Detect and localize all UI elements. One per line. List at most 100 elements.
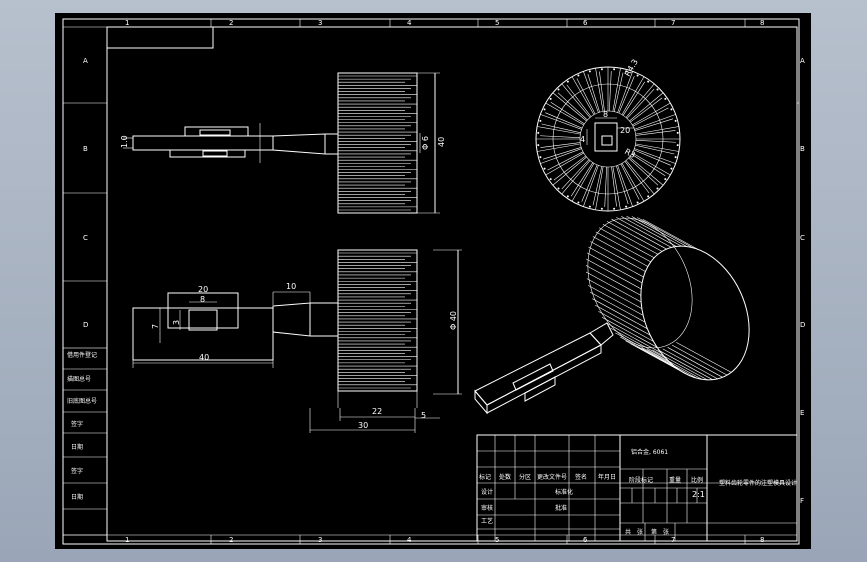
left-stack-label-4: 签字	[71, 420, 83, 428]
top-view-thickness-label: 1.0	[120, 135, 129, 148]
title-header-count: 处数	[499, 473, 511, 481]
gear-tooth-dot	[670, 167, 673, 170]
total-30-label: 30	[358, 421, 368, 430]
gear-spoke-line	[611, 166, 617, 207]
title-sheet-no: 第	[651, 528, 657, 536]
gear-spoke-line	[635, 143, 679, 152]
gear-tooth-dot	[664, 97, 667, 100]
gear-spoke-line	[612, 68, 621, 112]
gear-spoke-line	[561, 160, 591, 195]
zone-dividers	[63, 19, 799, 544]
gear-tooth-dot	[676, 131, 679, 134]
gear-ridge-line	[586, 252, 643, 284]
zone-col-top-2: 2	[229, 19, 233, 27]
left-stack-label-7: 日期	[71, 493, 83, 501]
gear-spoke-line	[570, 162, 594, 197]
zone-col-bottom-7: 7	[671, 536, 675, 544]
gear-front-view	[337, 249, 418, 408]
top-left-code-box	[106, 26, 214, 49]
gear-width-label: 22	[372, 407, 382, 416]
gear-tooth-dot	[543, 108, 546, 111]
left-stack-label-6: 签字	[71, 467, 83, 475]
gap-5-label: 5	[421, 411, 426, 420]
gear-ridge-line	[606, 322, 662, 354]
gear-tooth-dot	[636, 201, 639, 204]
gear-tooth-dot	[647, 80, 650, 83]
gear-ridge-line	[589, 291, 646, 323]
gear-spoke-line	[625, 160, 655, 195]
gear-spoke-line	[621, 163, 645, 202]
gear-ridge-line	[586, 278, 643, 309]
gear-spoke-line	[595, 166, 604, 210]
gear-ridge-line	[621, 216, 677, 247]
title-weight-label: 重量	[669, 476, 681, 484]
zone-row-right-a: A	[800, 57, 805, 65]
gear-spoke-line	[624, 161, 650, 194]
gear-spoke-line	[571, 76, 595, 115]
top-view-height-label: 40	[437, 137, 446, 147]
gear-ridge-line	[611, 218, 667, 250]
radial-8-label: 8	[603, 110, 608, 119]
gear-spoke-line	[553, 155, 586, 181]
gear-tooth-dot	[625, 70, 628, 73]
gear-spoke-line	[632, 152, 671, 176]
top-view-diameter-label: Φ 6	[421, 136, 430, 150]
gear-ridge-line	[657, 349, 713, 380]
zone-row-right-d: D	[800, 321, 805, 329]
gear-spoke-line	[613, 72, 624, 112]
zone-col-top-1: 1	[125, 19, 129, 27]
zone-col-top-3: 3	[318, 19, 322, 27]
gear-spoke-line	[634, 114, 676, 130]
gear-spoke-line	[635, 140, 676, 143]
zone-col-bottom-5: 5	[495, 536, 499, 544]
gear-ridge-line	[615, 332, 671, 364]
gear-tooth-dot	[674, 119, 677, 122]
front-len-40-label: 40	[199, 353, 209, 362]
gear-body-outline	[337, 72, 418, 214]
title-block	[476, 434, 798, 542]
gear-spoke-line	[547, 151, 584, 171]
zone-col-top-5: 5	[495, 19, 499, 27]
gear-spoke-line	[541, 123, 581, 134]
title-header-zone: 分区	[519, 473, 531, 481]
gear-tooth-dot	[537, 131, 540, 134]
zone-col-bottom-4: 4	[407, 536, 412, 544]
front-len-8-label: 8	[200, 295, 205, 304]
gear-tooth-dot	[600, 68, 603, 71]
gear-spoke-line	[545, 102, 584, 126]
gear-ridge-line	[625, 340, 681, 372]
gear-tooth-dot	[577, 74, 580, 77]
title-sheet-total-unit: 张	[637, 528, 643, 536]
gear-tooth-dot	[557, 187, 560, 190]
title-row-design: 设计	[481, 488, 493, 496]
cad-drawing-canvas: 1 2 3 4 5 6 7 8 1 2 3 4 5 6 7 8 A B C D …	[62, 18, 805, 545]
title-row-standard: 标准化	[555, 488, 573, 496]
front-diameter-label: Φ 40	[449, 311, 458, 330]
title-ratio-value: 2:1	[692, 490, 705, 499]
gear-tooth-dot	[557, 88, 560, 91]
gear-spoke-line	[630, 97, 663, 123]
gear-ridge-line	[652, 349, 708, 381]
gear-ridge-line	[616, 217, 672, 248]
zone-row-left-c: C	[83, 234, 88, 242]
gear-tooth-dot	[670, 108, 673, 111]
gear-tooth-dot	[674, 156, 677, 159]
title-row-approve: 批准	[555, 504, 567, 512]
gear-ridge-line	[592, 298, 648, 329]
gear-ridge-line	[602, 224, 659, 255]
gear-ridge-line	[595, 304, 651, 336]
gear-ridge-line	[598, 227, 655, 259]
front-height-3-label: 3	[172, 320, 181, 325]
gear-ridge-line	[585, 265, 642, 296]
gear-spoke-line	[635, 126, 679, 135]
gear-ridge-line	[641, 347, 697, 379]
gear-spoke-line	[550, 101, 585, 125]
gear-spoke-line	[609, 71, 612, 112]
gear-spoke-line	[552, 92, 587, 122]
gear-spoke-line	[571, 163, 595, 202]
gear-ridge-line	[676, 342, 732, 373]
gear-spoke-line	[635, 144, 675, 155]
gear-spoke-line	[631, 153, 666, 177]
gear-ridge-line	[662, 348, 718, 380]
